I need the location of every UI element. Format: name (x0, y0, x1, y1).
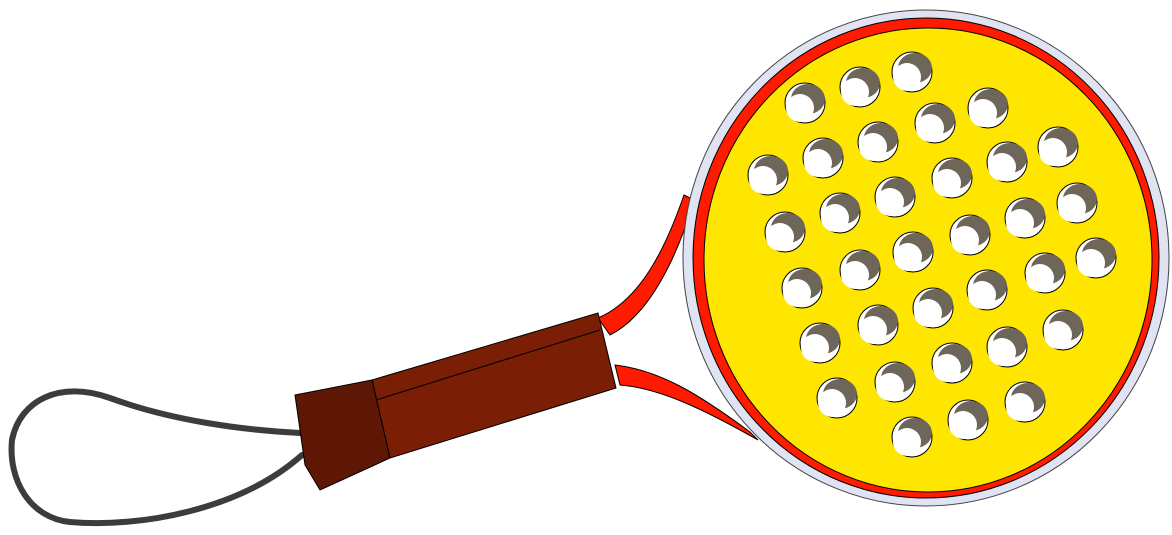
hole (966, 269, 1008, 311)
hole (857, 121, 899, 163)
racket-head (682, 9, 1170, 507)
hole (947, 399, 989, 441)
hole (1037, 126, 1079, 168)
hole (1004, 197, 1046, 239)
hole (967, 87, 1009, 129)
hole (1004, 381, 1046, 423)
hole (891, 416, 933, 458)
hole (986, 141, 1028, 183)
hole (1024, 252, 1066, 294)
hole (781, 267, 823, 309)
hole (1075, 237, 1117, 279)
hole (874, 176, 916, 218)
hole (764, 211, 806, 253)
hole (857, 304, 899, 346)
hole (986, 326, 1028, 368)
face-holes (747, 51, 1117, 458)
hole (802, 137, 844, 179)
lanyard-loop (8, 388, 305, 527)
hole (931, 157, 973, 199)
hole (874, 361, 916, 403)
hole (819, 192, 861, 234)
hole (784, 82, 826, 124)
hole (839, 66, 881, 108)
hole (891, 51, 933, 93)
hole (949, 214, 991, 256)
hole (1042, 309, 1084, 351)
hole (931, 342, 973, 384)
handle (294, 312, 617, 491)
hole (1056, 182, 1098, 224)
hole (839, 249, 881, 291)
hole (747, 154, 789, 196)
hole (799, 322, 841, 364)
hole (892, 231, 934, 273)
hole (914, 102, 956, 144)
hole (816, 377, 858, 419)
hole (912, 287, 954, 329)
